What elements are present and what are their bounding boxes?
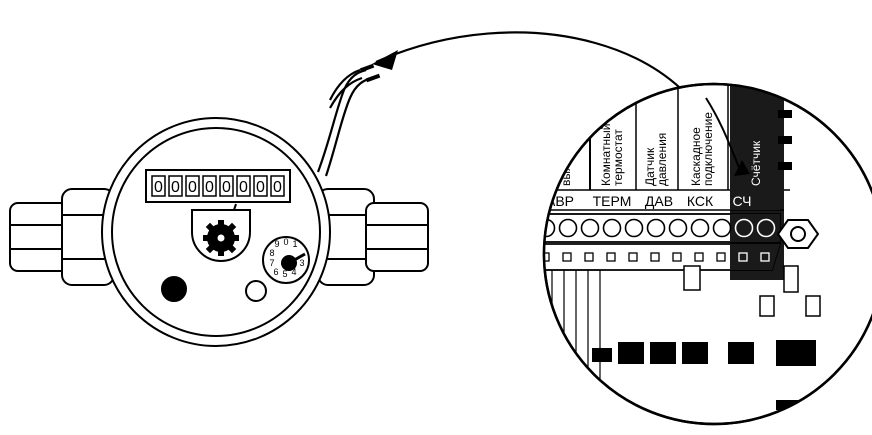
dial-number: 6 bbox=[273, 267, 278, 277]
strip-hole bbox=[562, 252, 572, 262]
board-components bbox=[683, 265, 821, 317]
black-dot bbox=[161, 276, 187, 302]
strip-hole bbox=[716, 252, 726, 262]
column-label-line: Авари bbox=[547, 152, 561, 186]
inner-arrow bbox=[705, 97, 741, 171]
dial-number: 1 bbox=[292, 239, 297, 249]
terminal-screw bbox=[580, 218, 600, 238]
counter-strip-highlight bbox=[730, 244, 780, 270]
terminal-label: КСК bbox=[687, 193, 714, 209]
terminal-screw bbox=[756, 218, 776, 238]
digit-value: 0 bbox=[154, 179, 163, 196]
digit-value: 0 bbox=[205, 179, 214, 196]
digit-value: 0 bbox=[188, 179, 197, 196]
digit-window bbox=[145, 169, 291, 203]
terminal-label: ДАВ bbox=[645, 193, 673, 209]
column-label-line: Датчик bbox=[643, 147, 657, 186]
digit-value: 0 bbox=[222, 179, 231, 196]
column-label-line: Комнатный bbox=[599, 124, 613, 186]
right-pipe-fitting bbox=[317, 188, 429, 286]
dial-number: 9 bbox=[274, 239, 279, 249]
left-pipe-fitting bbox=[9, 188, 115, 286]
terminal-screw bbox=[712, 218, 732, 238]
terminal-screw bbox=[646, 218, 666, 238]
strip-hole bbox=[650, 252, 660, 262]
strip-hole bbox=[760, 252, 770, 262]
meter-wires bbox=[316, 68, 373, 177]
strip-hole bbox=[694, 252, 704, 262]
terminal-screw bbox=[690, 218, 710, 238]
column-label-line: Каскадное bbox=[689, 127, 703, 186]
strip-hole bbox=[606, 252, 616, 262]
dial-number: 7 bbox=[269, 258, 274, 268]
wire-ends bbox=[359, 63, 381, 83]
dial-number: 4 bbox=[291, 267, 296, 277]
dial-number: 3 bbox=[299, 258, 304, 268]
column-label-line: давления bbox=[655, 133, 669, 186]
inner-arrow-head bbox=[734, 160, 750, 176]
digit-value: 0 bbox=[256, 179, 265, 196]
digit-box bbox=[253, 175, 268, 197]
digit-box bbox=[219, 175, 234, 197]
strip-holes bbox=[544, 252, 770, 262]
terminal-label: ТЕРМ bbox=[593, 193, 632, 209]
dial-number: 0 bbox=[283, 237, 288, 247]
arrow-head-left bbox=[372, 50, 398, 70]
digit-value: 0 bbox=[171, 179, 180, 196]
digit-box bbox=[270, 175, 285, 197]
digit-box bbox=[185, 175, 200, 197]
terminal-screw bbox=[668, 218, 688, 238]
column-label-line: термостат bbox=[611, 129, 625, 186]
column-label-line: подключение bbox=[701, 112, 715, 186]
dial-number: 8 bbox=[269, 248, 274, 258]
digit-box bbox=[168, 175, 183, 197]
counter-label-highlight bbox=[730, 191, 780, 210]
terminal-screw bbox=[624, 218, 644, 238]
column-label: Счётчик bbox=[749, 140, 763, 186]
hex-nut bbox=[776, 219, 820, 249]
terminal-label: СЧ bbox=[733, 193, 752, 209]
terminal-screw bbox=[602, 218, 622, 238]
control-board-zoom: АваривыходКомнатныйтермостатДатчикдавлен… bbox=[542, 82, 872, 426]
strip-hole bbox=[738, 252, 748, 262]
column-label-line: Счётчик bbox=[749, 140, 763, 186]
digit-box bbox=[151, 175, 166, 197]
strip-hole bbox=[672, 252, 682, 262]
digit-value: 0 bbox=[239, 179, 248, 196]
strip-hole bbox=[584, 252, 594, 262]
white-dot bbox=[245, 280, 267, 302]
dial-number: 5 bbox=[282, 269, 287, 279]
digit-box bbox=[202, 175, 217, 197]
digit-value: 0 bbox=[273, 179, 282, 196]
sprocket-icon bbox=[203, 220, 239, 256]
terminal-screws bbox=[544, 218, 776, 238]
strip-hole bbox=[628, 252, 638, 262]
digit-box bbox=[236, 175, 251, 197]
terminal-screw bbox=[734, 218, 754, 238]
terminal-screw bbox=[558, 218, 578, 238]
